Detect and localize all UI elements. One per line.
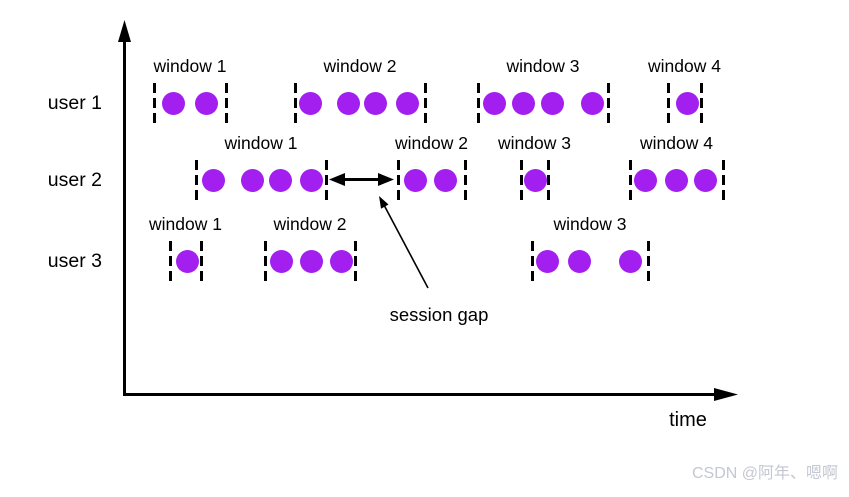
user-label: user 1 <box>47 92 102 114</box>
window-boundary-dash-end <box>646 241 650 281</box>
event-dot <box>664 168 688 192</box>
event-dot <box>482 91 506 115</box>
window-boundary-dash-end <box>699 83 703 123</box>
window-boundary-dash-end <box>353 241 357 281</box>
session-gap-arrow-right-head <box>378 173 394 186</box>
window-label: window 1 <box>224 133 298 153</box>
event-dot <box>535 249 559 273</box>
window-boundary-dash-end <box>224 83 228 123</box>
window-boundary-dash-end <box>199 241 203 281</box>
window-label: window 3 <box>553 214 627 234</box>
window-boundary-dash-start <box>519 160 523 200</box>
window-label: window 4 <box>648 56 721 76</box>
event-dot <box>336 91 360 115</box>
window-boundary-dash-start <box>263 241 267 281</box>
window-label: window 1 <box>153 56 227 76</box>
user-label: user 2 <box>47 169 102 191</box>
window-boundary-dash-start <box>152 83 156 123</box>
y-axis-arrowhead <box>118 20 131 42</box>
event-dot <box>194 91 218 115</box>
x-axis-arrowhead <box>714 388 738 401</box>
window-boundary-dash-start <box>666 83 670 123</box>
time-axis-label: time <box>669 409 707 431</box>
session-gap-label: session gap <box>389 304 489 325</box>
event-dot <box>201 168 225 192</box>
event-dot <box>633 168 657 192</box>
window-boundary-dash-end <box>463 160 467 200</box>
window-label: window 4 <box>640 133 713 153</box>
window-boundary-dash-start <box>168 241 172 281</box>
window-boundary-dash-start <box>530 241 534 281</box>
window-boundary-dash-end <box>324 160 328 200</box>
watermark: CSDN @阿年、嗯啊 <box>691 465 838 482</box>
user-label: user 3 <box>47 250 102 272</box>
event-dot <box>395 91 419 115</box>
event-dot <box>580 91 604 115</box>
event-dot <box>161 91 185 115</box>
session-gap-pointer-head <box>379 196 389 209</box>
window-label: window 2 <box>273 214 347 234</box>
window-boundary-dash-end <box>721 160 725 200</box>
window-label: window 2 <box>395 133 468 153</box>
event-dot <box>363 91 387 115</box>
event-dot <box>433 168 457 192</box>
event-dot <box>240 168 264 192</box>
window-label: window 3 <box>506 56 580 76</box>
event-dot <box>618 249 642 273</box>
session-gap-pointer-line <box>383 204 429 289</box>
window-boundary-dash-start <box>293 83 297 123</box>
window-boundary-dash-end <box>546 160 550 200</box>
event-dot <box>329 249 353 273</box>
event-dot <box>175 249 199 273</box>
window-label: window 3 <box>498 133 571 153</box>
event-dot <box>511 91 535 115</box>
event-dot <box>268 168 292 192</box>
event-dot <box>523 168 547 192</box>
window-boundary-dash-start <box>476 83 480 123</box>
window-boundary-dash-start <box>396 160 400 200</box>
event-dot <box>675 91 699 115</box>
event-dot <box>567 249 591 273</box>
window-boundary-dash-end <box>606 83 610 123</box>
event-dot <box>299 249 323 273</box>
window-boundary-dash-end <box>423 83 427 123</box>
event-dot <box>403 168 427 192</box>
event-dot <box>298 91 322 115</box>
event-dot <box>269 249 293 273</box>
event-dot <box>693 168 717 192</box>
window-boundary-dash-start <box>194 160 198 200</box>
window-label: window 2 <box>323 56 397 76</box>
window-boundary-dash-start <box>628 160 632 200</box>
event-dot <box>299 168 323 192</box>
event-dot <box>540 91 564 115</box>
session-gap-arrow-left-head <box>329 173 345 186</box>
window-label: window 1 <box>149 214 222 234</box>
